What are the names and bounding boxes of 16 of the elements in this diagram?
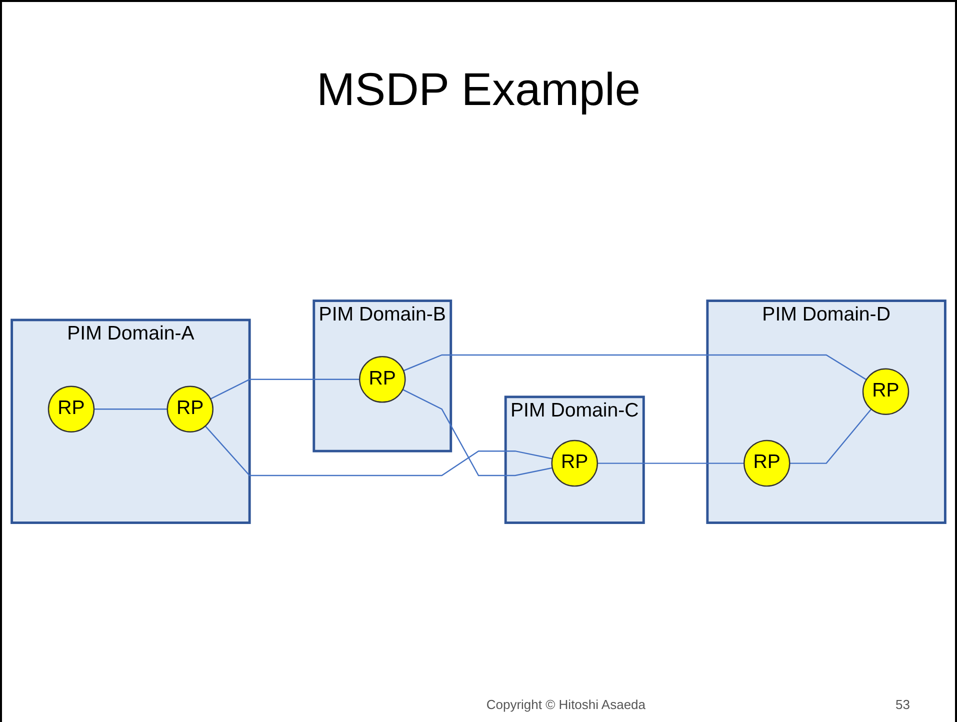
connector — [790, 408, 872, 464]
node-circle: RP — [48, 386, 95, 432]
connector — [94, 408, 168, 410]
node-circle: RP — [551, 440, 598, 486]
connector — [403, 354, 867, 380]
copyright-note: Copyright © Hitoshi Asaeda — [486, 697, 646, 712]
node-circle: RP — [744, 440, 790, 486]
connector — [402, 388, 552, 476]
page-number: 53 — [896, 697, 910, 712]
node-circle: RP — [166, 386, 214, 432]
connector — [204, 425, 552, 476]
connector — [210, 378, 360, 400]
node-circle: RP — [359, 356, 406, 403]
title: MSDP Example — [316, 62, 640, 116]
node-circle: RP — [862, 368, 910, 415]
connector — [597, 462, 744, 464]
